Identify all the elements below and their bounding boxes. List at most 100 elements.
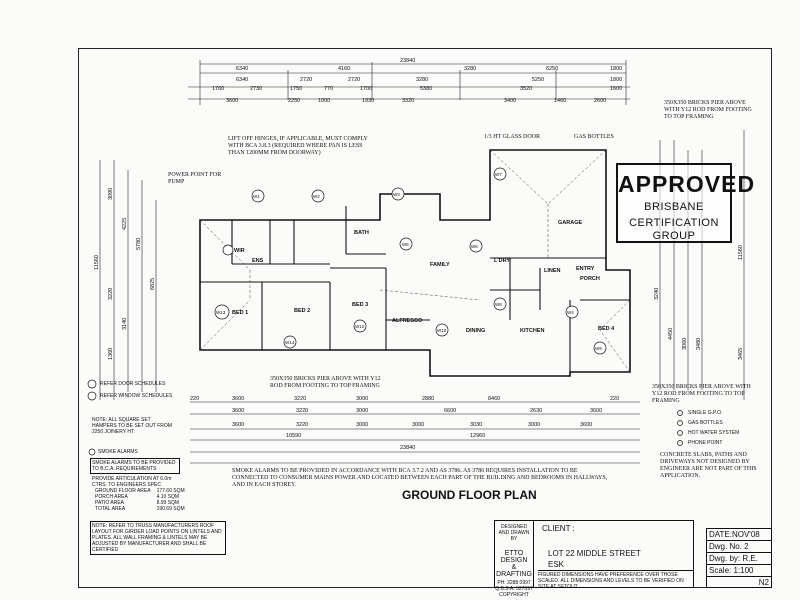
svg-text:2600: 2600 <box>594 98 606 104</box>
svg-text:3000: 3000 <box>356 422 368 428</box>
left-dimension-values: 11560 3090 3220 1360 4225 3140 5780 6825 <box>94 188 156 360</box>
svg-text:ENS: ENS <box>252 258 264 264</box>
svg-text:1930: 1930 <box>362 98 374 104</box>
svg-text:PORCH: PORCH <box>580 276 600 282</box>
smoke-alarm-box: SMOKE ALARMS TO BE PROVIDED TO B.C.A. RE… <box>90 458 180 474</box>
right-dimension-values: 3240 4450 3060 3480 11560 3465 <box>654 245 744 360</box>
svg-text:3000: 3000 <box>412 422 424 428</box>
brick-pier-note-right: 350x350 BRICKS PIER ABOVE WITH Y12 ROD F… <box>652 384 751 404</box>
svg-text:4160: 4160 <box>338 66 350 72</box>
brick-pier-note-top: 350x350 BRICKS PIER ABOVE WITH Y12 ROD F… <box>664 100 752 120</box>
legend-door-schedules: REFER DOOR SCHEDULES <box>100 381 166 387</box>
svg-text:DINING: DINING <box>466 328 485 334</box>
svg-text:1000: 1000 <box>318 98 330 104</box>
svg-text:3060: 3060 <box>682 338 688 350</box>
svg-text:3480: 3480 <box>696 338 702 350</box>
svg-text:BATH: BATH <box>354 230 369 236</box>
svg-text:3600: 3600 <box>232 408 244 414</box>
svg-text:2250: 2250 <box>288 98 300 104</box>
svg-text:W14: W14 <box>285 340 295 345</box>
top-dimension-lines <box>188 60 630 105</box>
approved-stamp: APPROVED BRISBANE CERTIFICATION GROUP <box>616 163 756 243</box>
roof-hip-lines <box>199 149 631 373</box>
svg-text:2730: 2730 <box>250 86 262 92</box>
company-name-1: ETTO DESIGN <box>500 550 528 564</box>
svg-text:5780: 5780 <box>136 238 142 250</box>
svg-text:1750: 1750 <box>290 86 302 92</box>
svg-text:W1: W1 <box>253 194 260 199</box>
drawing-number: Dwg. No. 2 <box>707 541 771 553</box>
svg-text:6825: 6825 <box>150 278 156 290</box>
svg-text:3030: 3030 <box>470 422 482 428</box>
svg-text:W2: W2 <box>313 194 320 199</box>
svg-text:11560: 11560 <box>94 255 100 270</box>
sheet-border <box>78 48 772 588</box>
svg-text:KITCHEN: KITCHEN <box>520 328 544 334</box>
dimensions-note: FIGURED DIMENSIONS HAVE PREFERENCE OVER … <box>538 570 694 590</box>
svg-text:3000: 3000 <box>356 408 368 414</box>
qbsa-number: Q.B.S.A. 527097 <box>495 586 533 592</box>
client-label: CLIENT : <box>542 524 575 533</box>
svg-text:3600: 3600 <box>590 408 602 414</box>
svg-text:1600: 1600 <box>610 86 622 92</box>
left-dimension-lines <box>99 160 157 400</box>
svg-text:3520: 3520 <box>520 86 532 92</box>
svg-text:2880: 2880 <box>422 396 434 402</box>
designer-box: DESIGNED AND DRAWN BY ETTO DESIGN & DRAF… <box>494 520 534 598</box>
svg-text:3400: 3400 <box>504 98 516 104</box>
svg-text:1700: 1700 <box>212 86 224 92</box>
room-labels: BED 1 BED 2 BED 3 FAMILY GARAGE L'DRY KI… <box>232 220 615 334</box>
legend-gas-bottles: GAS BOTTLES <box>688 420 723 426</box>
svg-text:3600: 3600 <box>232 396 244 402</box>
bottom-dimension-lines <box>190 401 640 464</box>
approved-text: APPROVED <box>618 171 756 197</box>
svg-text:1800: 1800 <box>610 66 622 72</box>
legend-phone-point: PHONE POINT <box>688 440 723 446</box>
glass-door-note: 1/3 HT GLASS DOOR <box>484 134 541 140</box>
svg-text:12960: 12960 <box>470 433 485 439</box>
svg-text:3000: 3000 <box>356 396 368 402</box>
legend-smoke-alarms: SMOKE ALARMS <box>98 449 138 455</box>
svg-text:3600: 3600 <box>226 98 238 104</box>
svg-text:W6: W6 <box>471 244 478 249</box>
svg-text:4450: 4450 <box>668 328 674 340</box>
scale-field: Scale: 1:100 <box>707 565 771 577</box>
svg-text:3220: 3220 <box>296 422 308 428</box>
svg-text:FAMILY: FAMILY <box>430 262 450 268</box>
svg-text:3140: 3140 <box>122 318 128 330</box>
svg-text:W13: W13 <box>216 310 226 315</box>
svg-text:6340: 6340 <box>236 66 248 72</box>
date-field: DATE:NOV'08 <box>707 529 771 541</box>
svg-text:WIR: WIR <box>234 248 245 254</box>
svg-text:1360: 1360 <box>108 348 114 360</box>
svg-text:5250: 5250 <box>532 77 544 83</box>
svg-text:W9: W9 <box>595 346 602 351</box>
designed-by-label: DESIGNED AND DRAWN BY <box>498 524 530 542</box>
svg-text:1800: 1800 <box>610 77 622 83</box>
svg-text:W10: W10 <box>437 328 447 333</box>
hampers-note: NOTE: ALL SQUARE SET HAMPERS TO BE SET O… <box>92 417 172 435</box>
certifier-name-1: BRISBANE <box>644 201 704 213</box>
svg-text:BED 2: BED 2 <box>294 308 310 314</box>
svg-text:2720: 2720 <box>348 77 360 83</box>
svg-text:3600: 3600 <box>580 422 592 428</box>
dim-23840-bottom: 23840 <box>400 445 415 451</box>
legend-hot-water: HOT WATER SYSTEM <box>688 430 740 436</box>
svg-text:W12: W12 <box>355 324 365 329</box>
svg-text:3600: 3600 <box>232 422 244 428</box>
house-walls <box>199 149 631 377</box>
concrete-slabs-note: CONCRETE SLABS, PATHS AND DRIVEWAYS NOT … <box>660 452 757 479</box>
svg-text:3280: 3280 <box>416 77 428 83</box>
svg-text:220: 220 <box>610 396 619 402</box>
svg-text:3320: 3320 <box>402 98 414 104</box>
site-suburb: ESK <box>548 560 565 569</box>
svg-text:6340: 6340 <box>236 77 248 83</box>
window-markers <box>214 167 607 355</box>
svg-text:3220: 3220 <box>108 288 114 300</box>
lift-off-hinges-note: LIFT OFF HINGES, IF APPLICABLE, MUST COM… <box>228 136 368 156</box>
svg-text:BED 4: BED 4 <box>598 326 615 332</box>
svg-text:4225: 4225 <box>122 218 128 230</box>
